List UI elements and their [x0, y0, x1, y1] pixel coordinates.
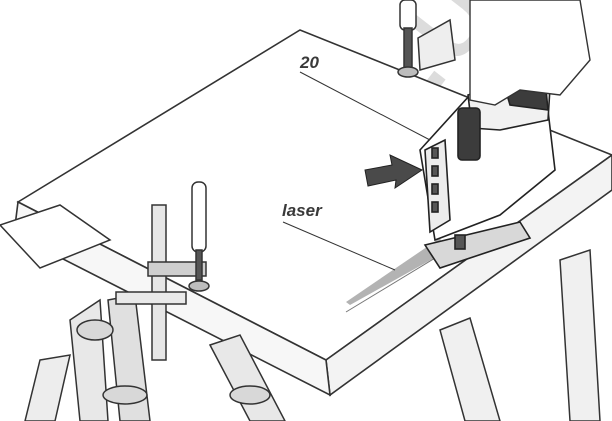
- leader-line-laser: [282, 221, 396, 271]
- part-number-label: 20: [299, 53, 319, 72]
- cut-line: [345, 251, 446, 313]
- feed-direction-arrow: [364, 154, 424, 190]
- front-clamp: [115, 181, 210, 361]
- right-support: [439, 248, 601, 421]
- jigsaw: [419, 79, 556, 269]
- laser-label: laser: [282, 201, 323, 220]
- leader-line-20: [299, 71, 431, 141]
- left-sawhorse: [0, 204, 286, 421]
- operator-hand: [469, 0, 591, 106]
- laser-beam: [346, 238, 445, 305]
- back-clamp: [397, 0, 456, 78]
